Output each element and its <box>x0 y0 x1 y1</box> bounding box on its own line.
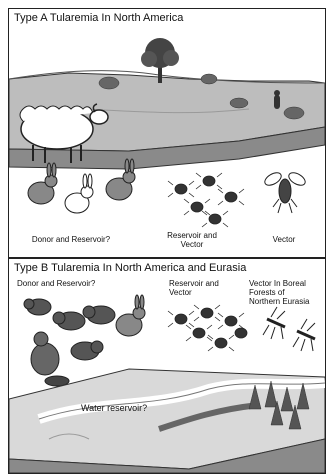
panel-type-a: Type A Tularemia In North America <box>8 8 326 258</box>
tick-icon <box>168 305 247 351</box>
rabbit-icon <box>116 295 145 336</box>
tick-icon <box>168 173 244 227</box>
label-reservoir-vector-line2: Vector <box>157 240 227 249</box>
panel-type-b: Type B Tularemia In North America and Eu… <box>8 258 326 474</box>
fly-icon <box>263 170 308 213</box>
label-water-reservoir: Water reservoir? <box>81 404 147 413</box>
label-donor-reservoir: Donor and Reservoir? <box>21 235 121 244</box>
label-reservoir-vector-line1: Reservoir and <box>157 231 227 240</box>
type-b-illustration <box>9 259 325 473</box>
label-vector: Vector <box>259 235 309 244</box>
beaver-icon <box>31 332 69 386</box>
type-a-illustration <box>9 9 325 257</box>
critter-icon <box>274 90 280 109</box>
mosquito-icon <box>263 307 315 351</box>
